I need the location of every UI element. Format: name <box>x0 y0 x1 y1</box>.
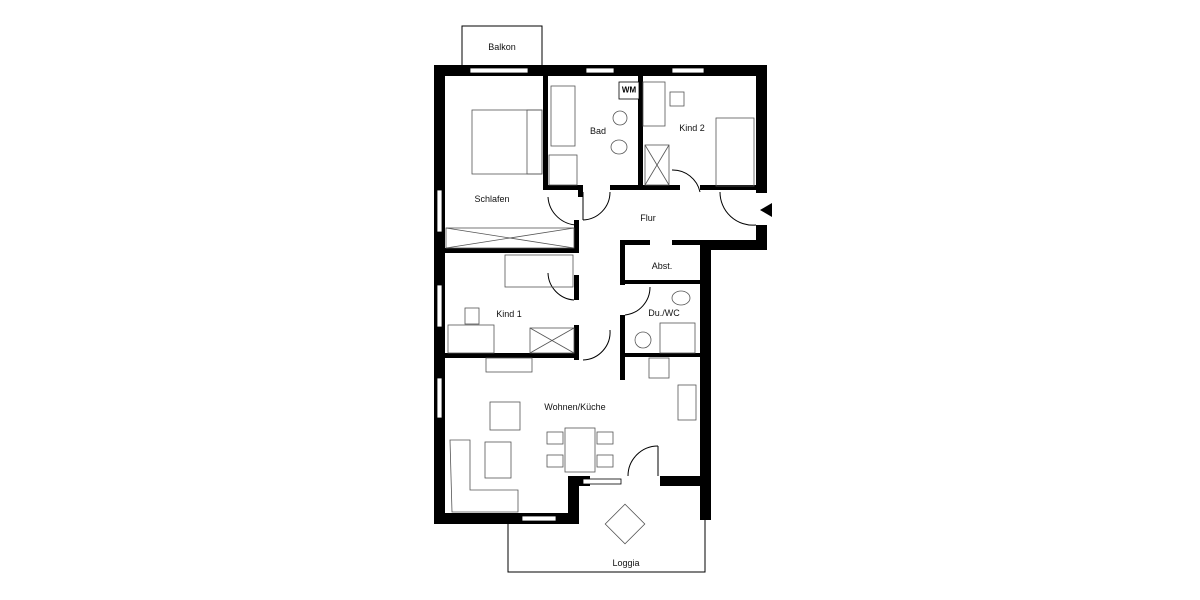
room-label-kind2: Kind 2 <box>679 123 705 133</box>
loggia-outline <box>507 520 706 573</box>
room-label-wohnen: Wohnen/Küche <box>544 402 606 412</box>
washing-machine-label: WM <box>621 85 637 95</box>
room-label-loggia: Loggia <box>612 558 640 568</box>
room-label-duwc: Du./WC <box>648 308 680 318</box>
furniture <box>445 81 755 545</box>
room-label-balkon: Balkon <box>488 42 516 52</box>
doors <box>547 169 772 477</box>
room-label-kind1: Kind 1 <box>496 309 522 319</box>
interior-walls <box>445 76 760 380</box>
entrance-arrow-icon <box>760 203 772 217</box>
room-label-schlafen: Schlafen <box>474 194 510 204</box>
room-label-flur: Flur <box>640 213 656 223</box>
windows <box>436 67 705 522</box>
room-label-bad: Bad <box>589 126 607 136</box>
room-label-abst: Abst. <box>651 261 673 271</box>
